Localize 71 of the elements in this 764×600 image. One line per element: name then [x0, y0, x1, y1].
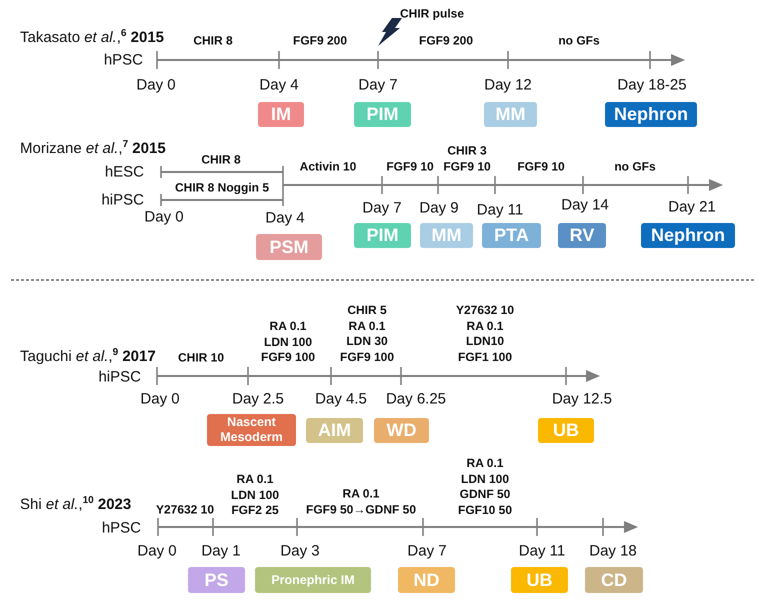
day-label: Day 18: [589, 542, 637, 560]
stage-tag: AIM: [306, 418, 363, 443]
cell-line-label: hESC: [104, 163, 144, 181]
stage-tag: PTA: [482, 223, 541, 248]
day-label: Day 0: [144, 208, 184, 226]
day-label: Day 4.5: [315, 390, 367, 408]
growth-factor-label: Y27632 10 RA 0.1 LDN10 FGF1 100: [456, 303, 514, 365]
day-label: Day 3: [280, 542, 320, 560]
growth-factor-label: no GFs: [558, 33, 600, 49]
study-citation: Morizane et al.,$^{7}$ 2015: [20, 138, 166, 158]
growth-factor-label: FGF9 200: [292, 33, 348, 49]
stage-tag: UB: [538, 418, 594, 443]
stage-tag: PIM: [354, 223, 411, 248]
day-label: Day 4: [259, 76, 299, 94]
growth-factor-label: RA 0.1 FGF9 50→GDNF 50: [306, 486, 416, 518]
stage-tag: PS: [188, 567, 245, 593]
day-label: Day 18-25: [617, 76, 687, 94]
growth-factor-label: CHIR 3 FGF9 10: [443, 144, 491, 174]
growth-factor-label: RA 0.1 LDN 100 GDNF 50 FGF10 50: [458, 456, 512, 518]
growth-factor-label: FGF9 200: [418, 33, 474, 49]
cell-line-label: hPSC: [104, 51, 143, 69]
growth-factor-label: CHIR 5 RA 0.1 LDN 30 FGF9 100: [340, 303, 394, 365]
stage-tag: CD: [585, 567, 643, 593]
day-label: Day 14: [561, 196, 609, 214]
day-label: Day 7: [362, 199, 402, 217]
day-label: Day 0: [136, 76, 176, 94]
growth-factor-label: CHIR 8: [201, 152, 241, 168]
study-citation: Taguchi et al.,$^{9}$ 2017: [20, 346, 156, 366]
day-label: Day 12: [484, 76, 532, 94]
stage-tag: MM: [484, 102, 537, 127]
growth-factor-label: FGF9 10: [386, 159, 434, 175]
stage-tag: PSM: [256, 234, 322, 260]
stage-tag: UB: [511, 567, 568, 593]
day-label: Day 11: [476, 201, 524, 219]
stage-tag: RV: [558, 223, 606, 248]
day-label: Day 7: [407, 542, 447, 560]
cell-line-label: hiPSC: [101, 191, 144, 209]
day-label: Day 21: [668, 198, 716, 216]
day-label: Day 0: [137, 542, 177, 560]
study-citation: Takasato et al.,$^{6}$ 2015: [20, 28, 164, 46]
growth-factor-label: RA 0.1 LDN 100 FGF9 100: [260, 318, 316, 366]
stage-tag: Pronephric IM: [255, 567, 371, 593]
day-label: Day 9: [419, 199, 459, 217]
day-label: Day 4: [265, 209, 305, 227]
stage-tag: ND: [398, 567, 455, 593]
growth-factor-label: CHIR pulse: [400, 6, 464, 22]
day-label: Day 11: [518, 542, 566, 560]
day-label: Day 2.5: [232, 390, 284, 408]
stage-tag: Nephron: [641, 223, 735, 248]
growth-factor-label: CHIR 8 Noggin 5: [175, 180, 269, 196]
stage-tag: WD: [374, 418, 429, 443]
stage-tag: PIM: [354, 102, 411, 127]
growth-factor-label: RA 0.1 LDN 100 FGF2 25: [230, 472, 280, 518]
day-label: Day 0: [140, 390, 180, 408]
study-citation: Shi et al.,$^{10}$ 2023: [20, 494, 132, 514]
day-label: Day 6.25: [386, 390, 446, 408]
growth-factor-label: Y27632 10: [156, 502, 214, 518]
growth-factor-label: FGF9 10: [517, 159, 565, 175]
growth-factor-label: no GFs: [614, 159, 656, 175]
cell-line-label: hPSC: [102, 519, 141, 537]
stage-tag: IM: [258, 102, 304, 127]
growth-factor-label: Activin 10: [300, 159, 356, 175]
growth-factor-label: CHIR 8: [193, 33, 233, 49]
day-label: Day 12.5: [552, 390, 612, 408]
stage-tag: Nascent Mesoderm: [207, 414, 296, 446]
stage-tag: MM: [420, 223, 473, 248]
day-label: Day 7: [358, 76, 398, 94]
day-label: Day 1: [201, 542, 241, 560]
stage-tag: Nephron: [605, 102, 697, 127]
growth-factor-label: CHIR 10: [178, 350, 224, 366]
cell-line-label: hiPSC: [98, 368, 141, 386]
